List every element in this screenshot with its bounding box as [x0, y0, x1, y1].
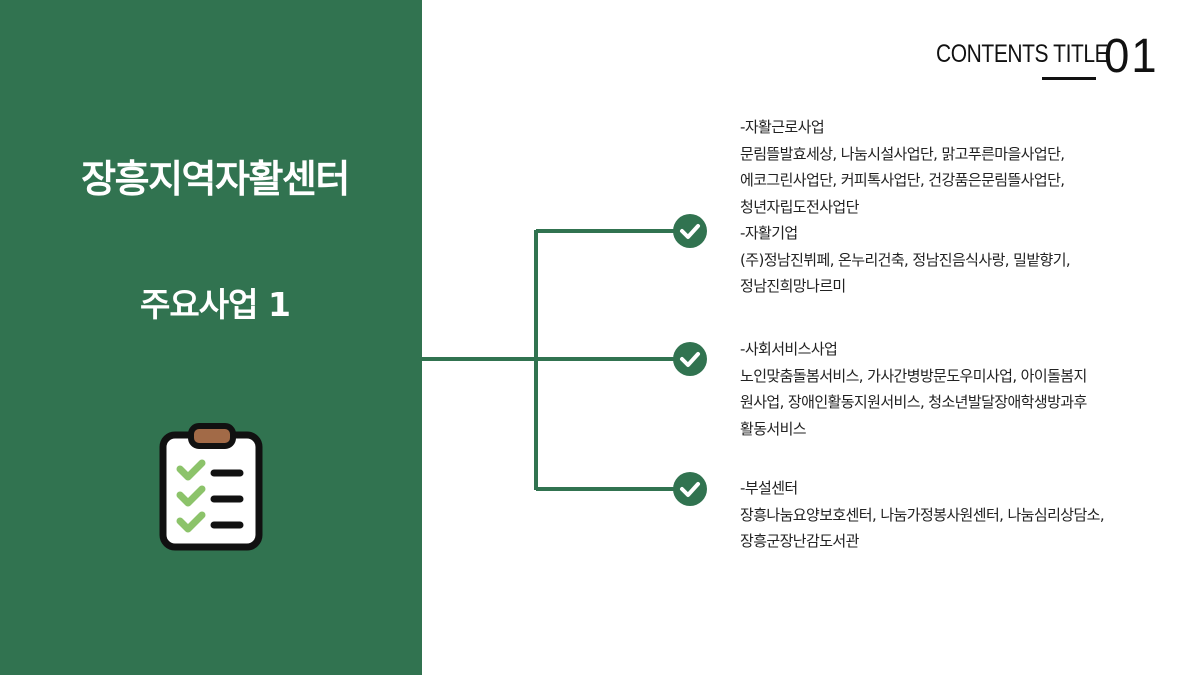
section-line: 청년자립도전사업단 [740, 197, 859, 216]
check-circle-icon [673, 342, 707, 376]
title-underline [1042, 77, 1096, 80]
section-line: 에코그린사업단, 커피톡사업단, 건강품은문림뜰사업단, [740, 171, 1065, 189]
check-circle-icon [673, 472, 707, 506]
section-line: 활동서비스 [740, 419, 807, 438]
section-heading: -자활근로사업 [740, 118, 825, 136]
section-heading: -부설센터 [740, 479, 798, 497]
section-line: 문림뜰발효세상, 나눔시설사업단, 맑고푸른마을사업단, [740, 144, 1065, 163]
clipboard-checklist-icon [159, 423, 263, 551]
section-line: 정남진희망나르미 [740, 277, 846, 295]
section-heading: -사회서비스사업 [740, 340, 838, 358]
page-subtitle: 주요사업 1 [140, 285, 291, 324]
section-line: 장흥군장난감도서관 [740, 532, 859, 550]
section-line: (주)정남진뷔페, 온누리건축, 정남진음식사랑, 밀밭향기, [740, 250, 1071, 269]
page-title: 장흥지역자활센터 [81, 157, 350, 201]
section-affiliated-center: -부설센터 장흥나눔요양보호센터, 나눔가정봉사원센터, 나눔심리상담소, 장흥… [740, 475, 1160, 555]
section-line: 장흥나눔요양보호센터, 나눔가정봉사원센터, 나눔심리상담소, [740, 505, 1105, 524]
check-circle-icon [673, 214, 707, 248]
contents-number: 01 [1104, 30, 1159, 83]
contents-title: CONTENTS TITLE [936, 40, 1109, 68]
section-line: 원사업, 장애인활동지원서비스, 청소년발달장애학생방과후 [740, 393, 1087, 411]
section-heading: -자활기업 [740, 224, 798, 242]
left-panel: 장흥지역자활센터 주요사업 1 [0, 0, 422, 675]
section-line: 노인맞춤돌봄서비스, 가사간병방문도우미사업, 아이돌봄지 [740, 366, 1087, 385]
section-social-service: -사회서비스사업 노인맞춤돌봄서비스, 가사간병방문도우미사업, 아이돌봄지 원… [740, 336, 1160, 442]
section-self-support: -자활근로사업 문림뜰발효세상, 나눔시설사업단, 맑고푸른마을사업단, 에코그… [740, 114, 1160, 300]
